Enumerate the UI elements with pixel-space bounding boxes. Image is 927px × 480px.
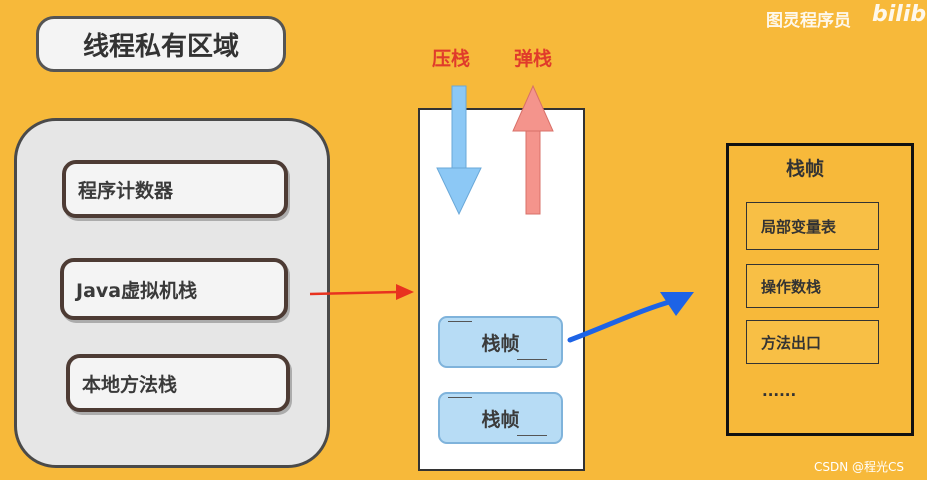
stack-frame-bottom-label: 栈帧 — [481, 408, 520, 431]
title-text: 线程私有区域 — [82, 31, 239, 62]
pop-label: 弹栈 — [514, 48, 553, 70]
frame-detail-title: 栈帧 — [786, 158, 825, 180]
title-box: 线程私有区域 — [36, 16, 286, 72]
frame-detail-box — [726, 143, 914, 436]
program-counter-item: 程序计数器 — [62, 160, 288, 218]
pop-arrow-icon — [512, 84, 554, 215]
site-logo-watermark: bilib — [872, 2, 927, 27]
native-method-stack-item: 本地方法栈 — [66, 354, 290, 412]
stack-frame-bottom: 栈帧 — [438, 392, 563, 444]
more-ellipsis: ...... — [762, 382, 797, 400]
local-variable-table-row: 局部变量表 — [746, 202, 879, 250]
program-counter-label: 程序计数器 — [78, 179, 174, 202]
push-label: 压栈 — [432, 48, 471, 70]
operand-stack-row: 操作数栈 — [746, 264, 879, 308]
method-exit-label: 方法出口 — [761, 333, 822, 352]
local-variable-table-label: 局部变量表 — [761, 217, 837, 236]
operand-stack-label: 操作数栈 — [761, 277, 822, 296]
blue-connector-arrow-icon — [567, 292, 694, 343]
stack-frame-top-label: 栈帧 — [481, 332, 520, 355]
red-connector-arrow-icon — [309, 284, 414, 300]
method-exit-row: 方法出口 — [746, 320, 879, 364]
jvm-stack-label: Java虚拟机栈 — [76, 279, 198, 302]
push-arrow-icon — [436, 85, 482, 216]
native-method-stack-label: 本地方法栈 — [82, 373, 178, 396]
jvm-stack-item: Java虚拟机栈 — [60, 258, 288, 320]
brand-watermark: 图灵程序员 — [766, 11, 851, 31]
stack-frame-top: 栈帧 — [438, 316, 563, 368]
csdn-credit: CSDN @程光CS — [814, 460, 905, 474]
